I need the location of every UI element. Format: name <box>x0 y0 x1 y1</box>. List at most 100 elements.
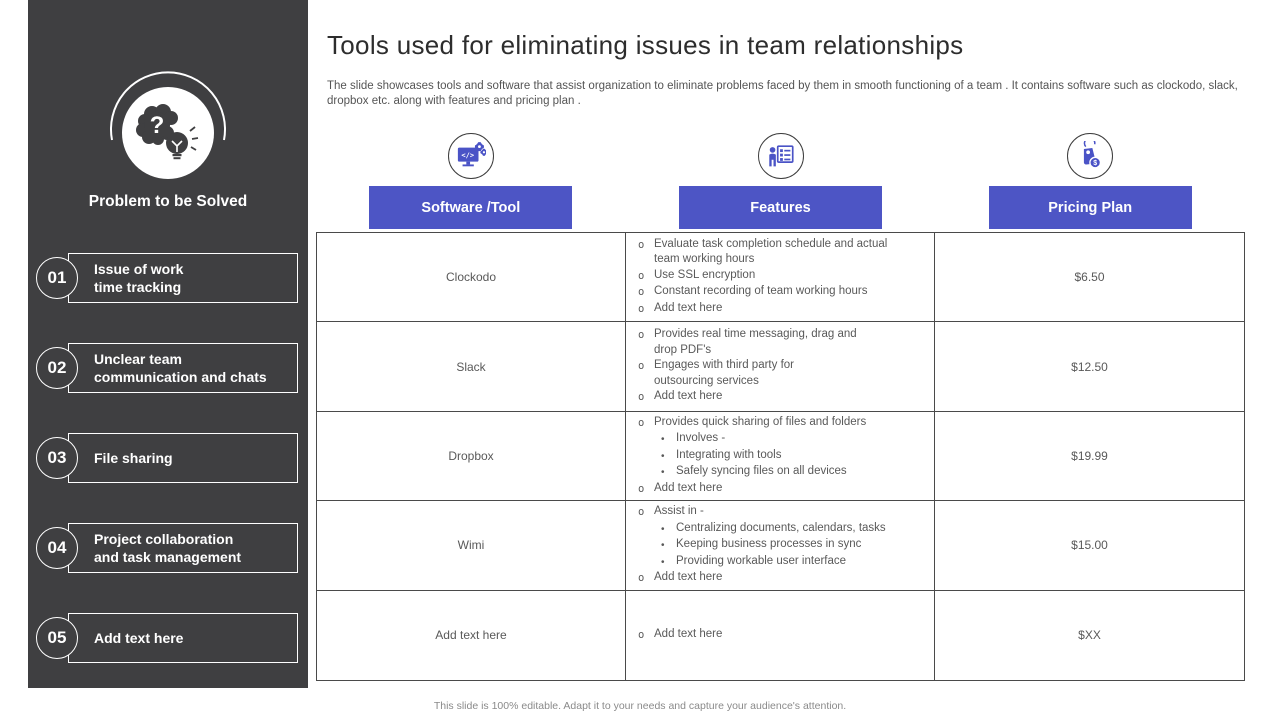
table-cell-price: $6.50 <box>935 233 1244 323</box>
sidebar-item-label: Add text here <box>94 629 184 646</box>
table-cell-price: $15.00 <box>935 501 1244 591</box>
bullet-text: Use SSL encryption <box>654 268 756 281</box>
bullet-item: o Constant recording of team working hour… <box>638 284 926 301</box>
column-pricing-plan: $ Pricing Plan <box>935 133 1245 229</box>
svg-text:</>: </> <box>461 150 474 159</box>
table-cell-features: o Assist in - • Centralizing documents, cal… <box>626 501 935 591</box>
bullet-marker: o <box>638 329 645 342</box>
sidebar-problem-item: Issue of work time tracking 01 <box>28 253 308 303</box>
bullet-marker: o <box>638 629 645 642</box>
svg-text:$: $ <box>1093 160 1097 167</box>
svg-text:?: ? <box>150 112 165 139</box>
brain-lightbulb-icon: ? <box>108 67 228 187</box>
table-cell-features: o Provides quick sharing of files and fol… <box>626 411 935 502</box>
bullet-text: Add text here <box>654 628 723 641</box>
sub-bullet-text: Safely syncing files on all devices <box>676 465 847 478</box>
sidebar-item-number-badge: 02 <box>36 347 78 389</box>
sub-bullet-marker: • <box>661 556 665 568</box>
bullet-marker: o <box>638 360 645 373</box>
footer-note: This slide is 100% editable. Adapt it to… <box>433 700 847 712</box>
bullet-text: Engages with third party for outsourcing… <box>654 359 794 387</box>
bullet-marker: o <box>638 482 645 495</box>
bullet-marker: o <box>638 506 645 519</box>
table-cell-price: $12.50 <box>935 322 1244 412</box>
sidebar-item-number-badge: 03 <box>36 437 78 479</box>
bullet-text: Add text here <box>654 571 723 584</box>
sidebar-problem-item: Unclear team communication and chats 02 <box>28 343 308 393</box>
bullet-text: Assist in - <box>654 505 704 518</box>
bullet-item: o Add text here <box>638 301 926 318</box>
sub-bullet-item: • Involves - <box>661 431 926 448</box>
bullet-item: o Add text here <box>638 389 926 406</box>
page-subtitle: The slide showcases tools and software t… <box>327 80 1238 107</box>
person-checklist-icon <box>757 133 804 179</box>
sub-bullet-text: Keeping business processes in sync <box>676 538 862 551</box>
sidebar-problem-item: File sharing 03 <box>28 433 308 483</box>
sub-bullet-marker: • <box>661 467 665 479</box>
table-cell-tool: Add text here <box>317 590 626 680</box>
sub-bullet-item: • Providing workable user interface <box>661 554 926 571</box>
sidebar-item-label: Issue of work time tracking <box>94 260 184 296</box>
sub-bullet-marker: • <box>661 450 665 462</box>
column-software-tool: </> Software /Tool <box>316 133 626 229</box>
bullet-text: Provides real time messaging, drag and d… <box>654 328 857 356</box>
table-cell-tool: Slack <box>317 322 626 412</box>
table-cell-tool: Clockodo <box>317 233 626 323</box>
bullet-text: Add text here <box>654 481 723 494</box>
column-band-pricing-plan: Pricing Plan <box>988 186 1192 229</box>
price-tag-icon: $ <box>1067 133 1114 179</box>
table-cell-tool: Dropbox <box>317 411 626 502</box>
bullet-marker: o <box>638 416 645 429</box>
bullet-item: o Add text here <box>638 481 926 498</box>
sub-bullet-item: • Centralizing documents, calendars, task… <box>661 521 926 538</box>
sub-bullet-text: Providing workable user interface <box>676 554 847 567</box>
table-cell-tool: Wimi <box>317 501 626 591</box>
sidebar-item-number-badge: 05 <box>36 617 78 659</box>
sub-bullet-text: Integrating with tools <box>676 448 782 461</box>
tools-table: Clockodo o Evaluate task completion schedu… <box>316 232 1245 681</box>
sub-bullet-marker: • <box>661 523 665 535</box>
bullet-item: o Assist in - <box>638 504 926 521</box>
bullet-item: o Provides real time messaging, drag and … <box>638 327 926 358</box>
sub-bullet-marker: • <box>661 434 665 446</box>
bullet-text: Provides quick sharing of files and fold… <box>654 415 867 428</box>
problem-sidebar: ? Problem to be Solved Issue of work tim… <box>28 0 308 688</box>
bullet-marker: o <box>638 269 645 282</box>
bullet-marker: o <box>638 572 645 585</box>
bullet-text: Constant recording of team working hours <box>654 285 868 298</box>
sidebar-item-label: File sharing <box>94 449 173 466</box>
sub-bullet-marker: • <box>661 540 665 552</box>
bullet-item: o Add text here <box>638 627 926 644</box>
column-headers: </> Software /Tool Features <box>316 133 1245 229</box>
sub-bullet-text: Involves - <box>676 432 726 445</box>
bullet-text: Add text here <box>654 301 723 314</box>
table-cell-price: $19.99 <box>935 412 1244 502</box>
page-title: Tools used for eliminating issues in tea… <box>327 30 964 60</box>
bullet-text: Evaluate task completion schedule and ac… <box>654 237 888 266</box>
bullet-text: Add text here <box>654 390 723 403</box>
bullet-marker: o <box>638 286 645 299</box>
bullet-item: o Engages with third party for outsourcin… <box>638 358 926 389</box>
table-cell-features: o Evaluate task completion schedule and a… <box>626 233 935 323</box>
bullet-item: o Provides quick sharing of files and fol… <box>638 415 926 432</box>
table-cell-features: o Add text here <box>626 590 935 680</box>
sidebar-item-label: Unclear team communication and chats <box>94 350 267 386</box>
column-band-software-tool: Software /Tool <box>369 186 573 229</box>
bullet-marker: o <box>638 391 645 404</box>
table-cell-features: o Provides real time messaging, drag and … <box>626 322 935 412</box>
sub-bullet-item: • Integrating with tools <box>661 448 926 465</box>
code-monitor-icon: </> <box>447 133 494 179</box>
sidebar-item-label: Project collaboration and task managemen… <box>94 530 242 566</box>
column-band-features: Features <box>679 186 882 229</box>
sub-bullet-item: • Keeping business processes in sync <box>661 537 926 554</box>
sub-bullet-item: • Safely syncing files on all devices <box>661 464 926 481</box>
bullet-item: o Use SSL encryption <box>638 268 926 285</box>
table-cell-price: $XX <box>1078 628 1101 643</box>
column-features: Features <box>626 133 936 229</box>
sub-bullet-text: Centralizing documents, calendars, tasks <box>676 521 886 534</box>
sidebar-heading: Problem to be Solved <box>88 193 248 210</box>
bullet-marker: o <box>638 302 645 315</box>
bullet-item: o Add text here <box>638 570 926 587</box>
sidebar-problem-item: Project collaboration and task managemen… <box>28 523 308 573</box>
